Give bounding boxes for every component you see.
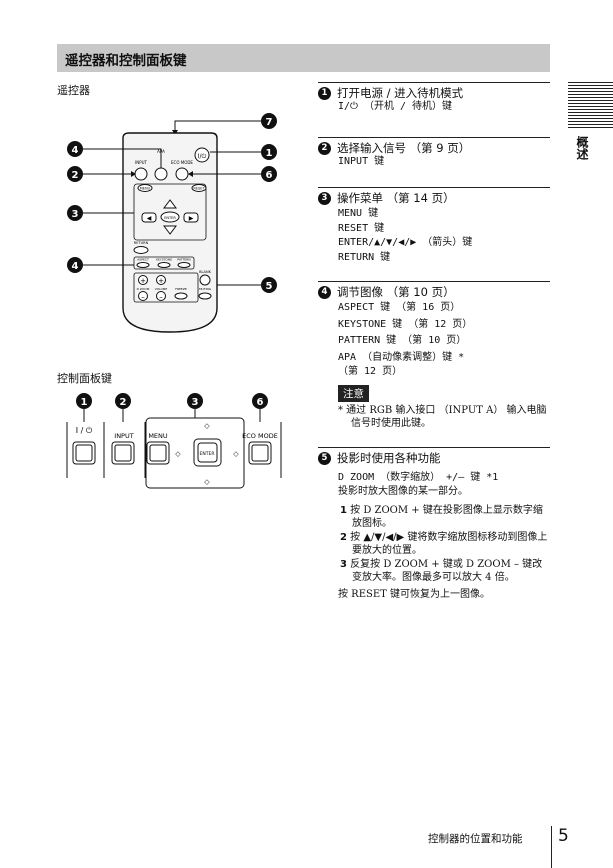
svg-text:KEYSTONE: KEYSTONE xyxy=(156,258,172,262)
svg-text:I/⏻: I/⏻ xyxy=(198,153,207,160)
remote-input-button xyxy=(134,167,148,181)
svg-text:+: + xyxy=(158,277,164,285)
panel-callout-1: 1 xyxy=(76,393,92,422)
callout-1: 1 xyxy=(210,144,277,160)
step-1: 1 按 D ZOOM + 键在投影图像上显示数字缩放图标。 xyxy=(340,504,543,530)
svg-text:ENTER: ENTER xyxy=(164,216,176,220)
svg-text:7: 7 xyxy=(266,117,273,128)
svg-text:5: 5 xyxy=(266,281,273,292)
step-2: 2 按 ▲/▼/◀/▶ 键将数字缩放图标移动到图像上要放大的位置。 xyxy=(340,531,548,557)
svg-text:MENU: MENU xyxy=(140,187,151,191)
remote-input-label: INPUT xyxy=(135,160,148,165)
panel-enter-label: ENTER xyxy=(200,451,215,457)
svg-text:3: 3 xyxy=(72,209,79,220)
svg-text:1: 1 xyxy=(81,397,88,408)
svg-text:ASPECT: ASPECT xyxy=(137,258,149,262)
note-badge: 注意 xyxy=(338,384,369,402)
svg-text:4: 4 xyxy=(72,145,79,156)
panel-illustration: 1 2 3 6 I / ⏻ INPUT MENU ◇ ◇ ◇ ◇ ENTER E… xyxy=(66,393,282,489)
panel-label: 控制面板键 xyxy=(57,372,112,385)
svg-text:RESET: RESET xyxy=(193,187,205,191)
svg-text:◇: ◇ xyxy=(204,422,210,430)
svg-text:◇: ◇ xyxy=(204,478,210,486)
panel-input-label: INPUT xyxy=(114,432,133,440)
remote-apa-button xyxy=(154,167,168,181)
panel-menu-label: MENU xyxy=(148,432,168,440)
callout-7: 7 xyxy=(172,113,277,135)
section-title-bar: 遥控器和控制面板键 xyxy=(57,44,550,72)
svg-text:◇: ◇ xyxy=(233,450,239,458)
svg-text:▶: ▶ xyxy=(189,215,194,222)
svg-text:6: 6 xyxy=(257,397,264,408)
svg-text:–: – xyxy=(159,293,163,301)
callout-4-top: 4 xyxy=(67,141,162,168)
page-title: 遥控器和控制面板键 xyxy=(65,53,187,69)
page-number: 5 xyxy=(558,826,569,846)
svg-text:D ZOOM: D ZOOM xyxy=(137,287,150,291)
svg-text:1: 1 xyxy=(266,148,273,159)
remote-illustration: 7 I/⏻ INPUT APA ECO MODE MENU RESET ◀ ▶ … xyxy=(67,113,277,333)
step-3: 3 反复按 D ZOOM + 键或 D ZOOM – 键改变放大率。图像最多可以… xyxy=(340,558,543,584)
panel-power-label: I / ⏻ xyxy=(76,426,93,435)
svg-text:–: – xyxy=(141,293,145,301)
footer-divider xyxy=(551,826,552,868)
svg-text:RETURN: RETURN xyxy=(134,241,149,245)
callout-6: 6 xyxy=(188,166,277,182)
footer-label: 控制器的位置和功能 xyxy=(428,833,523,845)
svg-text:3: 3 xyxy=(192,397,199,408)
svg-text:2: 2 xyxy=(72,170,79,181)
svg-text:MUTING: MUTING xyxy=(199,287,212,291)
svg-text:◇: ◇ xyxy=(175,450,181,458)
svg-text:4: 4 xyxy=(72,261,79,272)
callout-2: 2 xyxy=(67,166,136,182)
panel-callout-6: 6 xyxy=(252,393,268,422)
panel-callout-2: 2 xyxy=(115,393,131,422)
svg-text:2: 2 xyxy=(120,397,127,408)
svg-text:+: + xyxy=(140,277,146,285)
chapter-tab: 概述 xyxy=(568,82,613,160)
svg-text:VOLUME: VOLUME xyxy=(155,287,168,291)
remote-label: 遥控器 xyxy=(57,84,90,97)
svg-text:6: 6 xyxy=(266,170,273,181)
callout-5: 5 xyxy=(217,277,277,293)
svg-text:BLANK: BLANK xyxy=(199,270,211,274)
svg-text:PATTERN: PATTERN xyxy=(177,258,190,262)
callout-3: 3 xyxy=(67,205,134,221)
svg-text:◀: ◀ xyxy=(147,215,152,222)
remote-eco-label: ECO MODE xyxy=(171,160,193,165)
chapter-tab-label: 概述 xyxy=(575,136,589,160)
callout-4-bottom: 4 xyxy=(67,257,134,273)
panel-eco-label: ECO MODE xyxy=(242,432,278,440)
panel-callout-3: 3 xyxy=(187,393,203,418)
svg-text:FREEZE: FREEZE xyxy=(175,287,187,291)
remote-eco-button xyxy=(175,167,189,181)
